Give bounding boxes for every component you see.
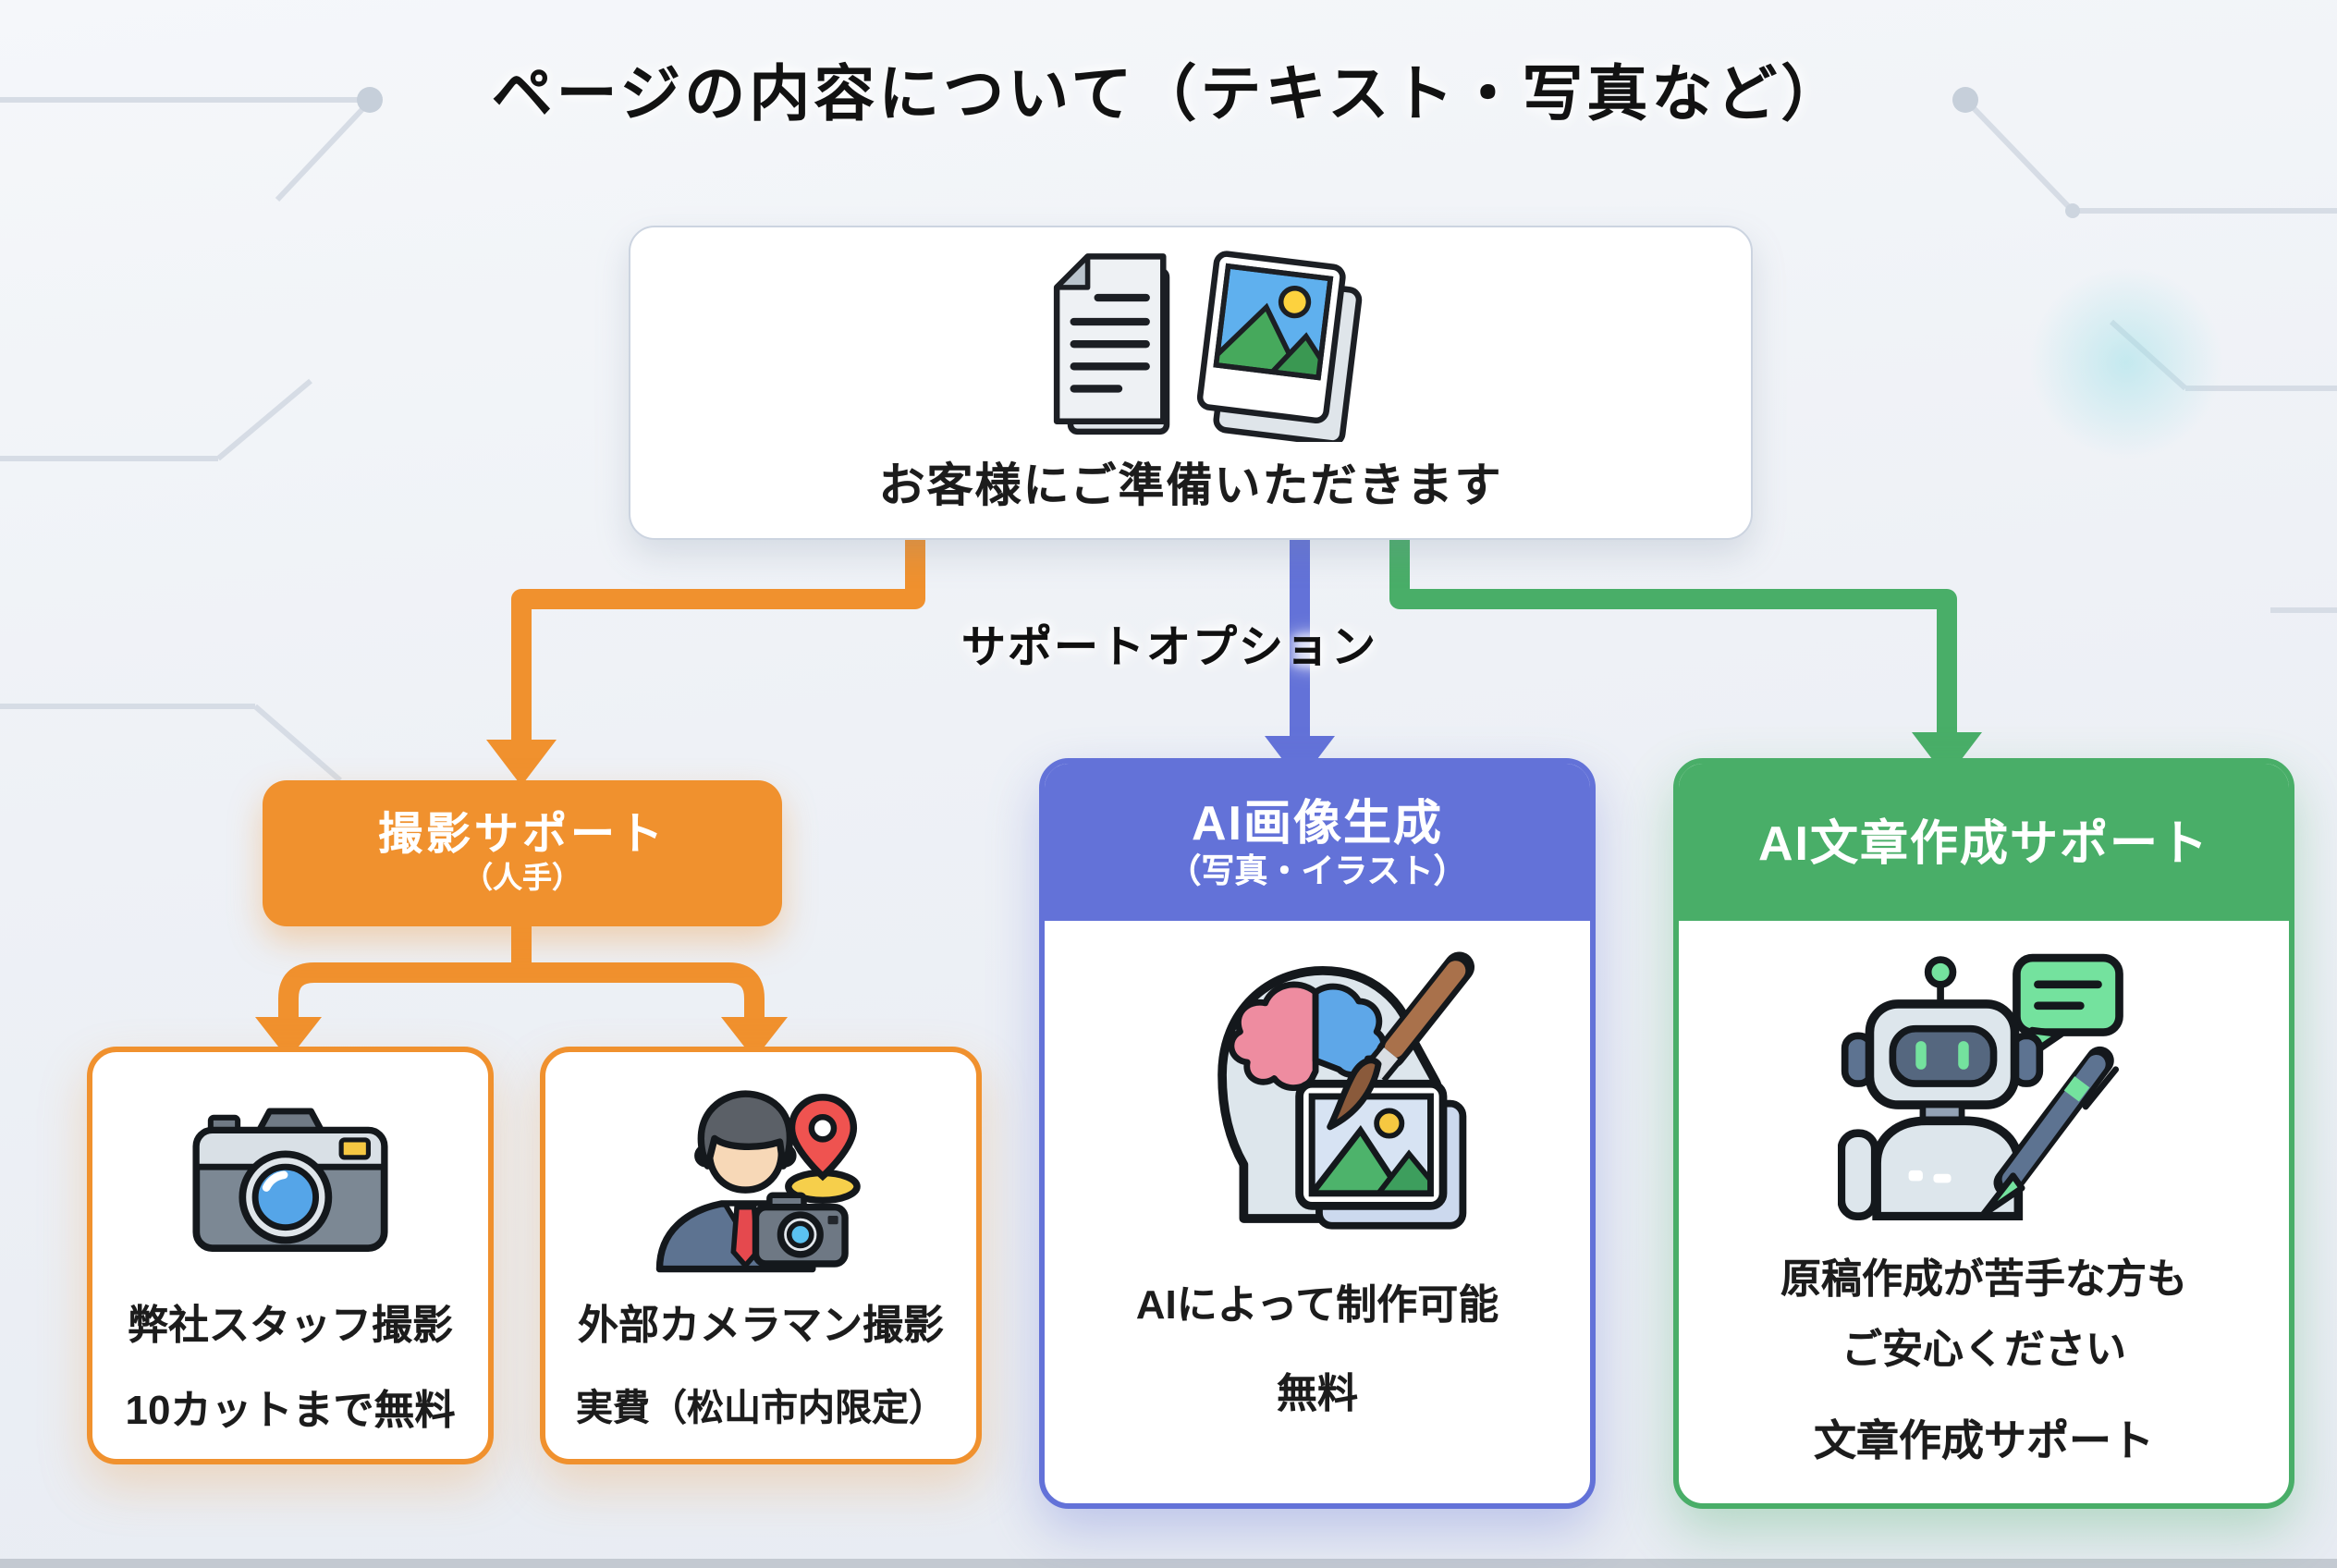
- customer-prepare-label: お客様にご準備いただきます: [878, 460, 1503, 512]
- ai-image-line2: 無料: [1276, 1370, 1358, 1416]
- page-title: ページの内容について（テキスト・写真など）: [491, 59, 1846, 128]
- arrowhead-green: [1912, 732, 1982, 778]
- document-and-photos-icon: [1019, 251, 1363, 442]
- ai-text-title: AI文章作成サポート: [1757, 815, 2209, 870]
- arrowhead-orange-left: [255, 1017, 322, 1060]
- ai-image-title: AI画像生成: [1191, 794, 1443, 850]
- shoot-support-box: 撮影サポート （人手）: [263, 780, 782, 926]
- connector-orange-split: [278, 962, 765, 1021]
- arrowhead-orange: [486, 740, 557, 786]
- photos-icon: [1196, 251, 1363, 442]
- ai-text-card: AI文章作成サポート: [1673, 758, 2294, 1509]
- external-photographer-line1: 外部カメラマン撮影: [577, 1302, 944, 1348]
- staff-shoot-line1: 弊社スタッフ撮影: [127, 1302, 453, 1348]
- ai-text-line1: 原稿作成が苦手な方も: [1780, 1256, 2187, 1302]
- robot-visor: [1889, 1024, 1998, 1087]
- paintbrush: [1326, 951, 1474, 1131]
- node-dot-right: [1952, 87, 1978, 113]
- external-photographer-line2: 実費（松山市内限定）: [576, 1389, 946, 1429]
- connector-green: [1389, 536, 1957, 736]
- ai-image-line1: AIによって制作可能: [1135, 1281, 1499, 1328]
- connector-orange: [511, 536, 925, 743]
- staff-shoot-card: 弊社スタッフ撮影 10カットまで無料: [87, 1047, 494, 1464]
- support-option-label: サポートオプション: [961, 623, 1377, 673]
- arrowhead-orange-right: [721, 1017, 788, 1060]
- customer-prepare-box: お客様にご準備いただきます: [629, 226, 1753, 540]
- ai-image-header: AI画像生成 （写真・イラスト）: [1045, 764, 1590, 921]
- ai-image-subtitle: （写真・イラスト）: [1168, 851, 1467, 888]
- pen: [1979, 1046, 2120, 1219]
- photographer-with-location-pin-icon: [644, 1085, 877, 1274]
- external-photographer-card: 外部カメラマン撮影 実費（松山市内限定）: [540, 1047, 982, 1464]
- ai-text-line3: 文章作成サポート: [1814, 1416, 2154, 1464]
- ai-text-line2: ご安心ください: [1841, 1326, 2126, 1372]
- head-brain-paintbrush-picture-icon: [1160, 947, 1474, 1239]
- node-dot-left: [357, 87, 383, 113]
- ai-image-card: AI画像生成 （写真・イラスト）: [1039, 758, 1596, 1509]
- camera-icon: [187, 1085, 394, 1274]
- robot-with-speech-bubble-and-pen-icon: [1838, 947, 2130, 1224]
- shoot-support-title: 撮影サポート: [378, 810, 667, 860]
- shoot-support-subtitle: （人手）: [462, 864, 581, 895]
- document-icon: [1053, 253, 1170, 435]
- ai-text-header: AI文章作成サポート: [1679, 764, 2289, 921]
- brain-left: [1227, 981, 1318, 1092]
- staff-shoot-line2: 10カットまで無料: [125, 1387, 456, 1433]
- glow-spot: [2030, 266, 2222, 459]
- bottom-edge-strip: [0, 1559, 2337, 1568]
